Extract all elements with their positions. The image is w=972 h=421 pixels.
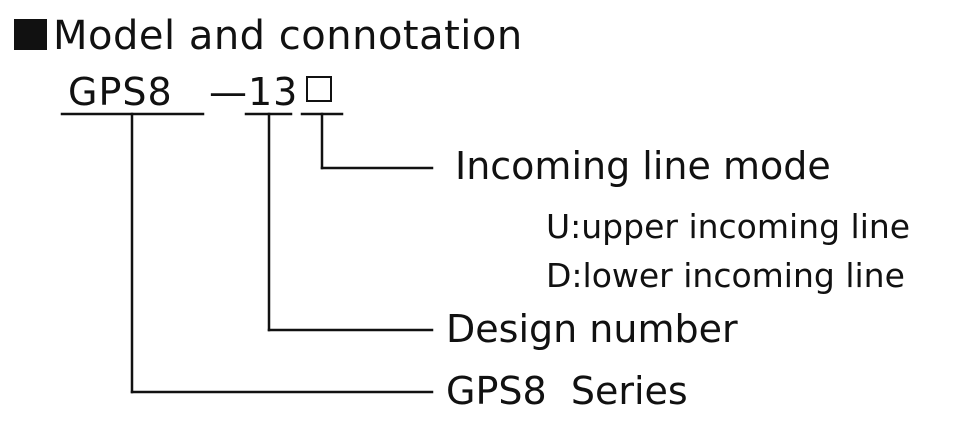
model-code-series: GPS8 xyxy=(68,70,173,114)
label-series-text: GPS8 Series xyxy=(446,369,688,413)
option-upper-incoming: U:upper incoming line xyxy=(546,207,911,246)
section-heading: Model and connotation xyxy=(14,16,523,56)
model-code-design-number: 13 xyxy=(248,70,299,114)
label-incoming-line-mode: Incoming line mode xyxy=(455,144,831,188)
heading-text: Model and connotation xyxy=(53,13,523,59)
filled-square-icon xyxy=(14,19,47,50)
model-code-dash: — xyxy=(209,70,248,114)
label-design-number: Design number xyxy=(446,307,738,351)
option-lower-incoming: D:lower incoming line xyxy=(546,256,905,295)
empty-box-icon xyxy=(306,76,332,102)
label-series: GPS8 Series xyxy=(446,372,688,410)
